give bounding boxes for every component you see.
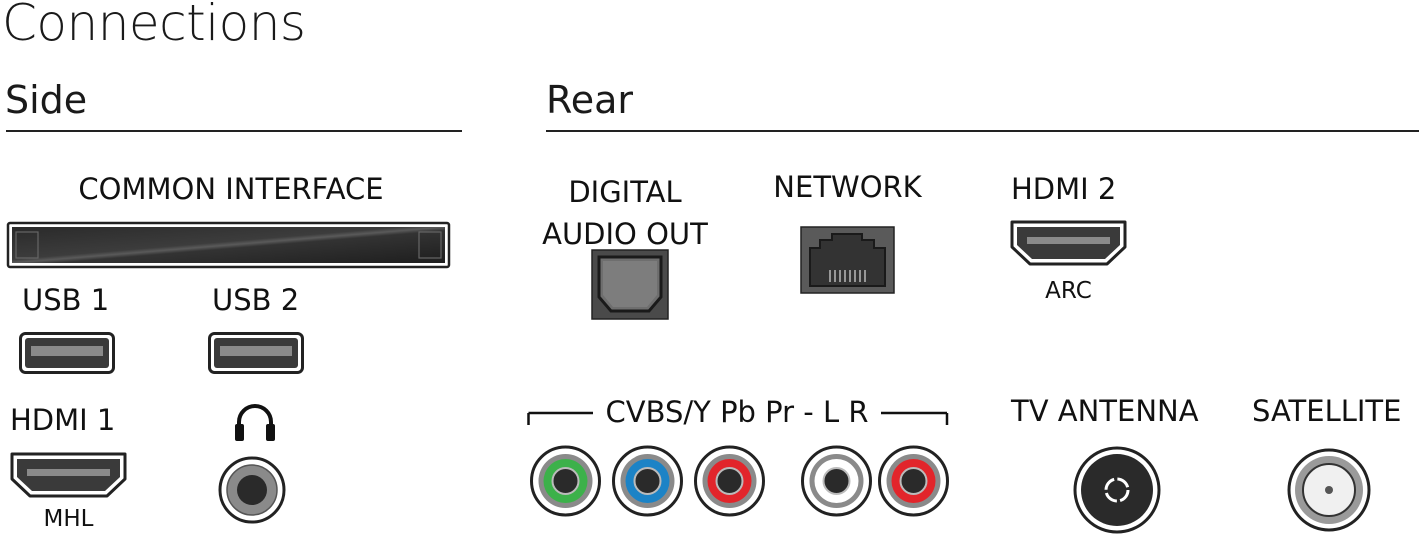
headphones-icon xyxy=(233,402,277,442)
rca-jack-icon xyxy=(529,445,602,517)
rca-jack-icon xyxy=(693,445,766,517)
coax-antenna-icon xyxy=(1071,446,1163,534)
hdmi2-label: HDMI 2 xyxy=(1011,172,1117,206)
side-divider xyxy=(6,130,462,132)
digital-audio-out-line2: AUDIO OUT xyxy=(542,217,708,251)
hdmi1-label: HDMI 1 xyxy=(10,403,116,437)
hdmi-port-icon xyxy=(9,451,128,499)
ci-slot-icon xyxy=(6,221,451,269)
digital-audio-out-label: DIGITAL AUDIO OUT xyxy=(520,171,730,255)
audio-jack-icon xyxy=(218,456,286,524)
hdmi1-sub-label: MHL xyxy=(43,506,94,532)
rca-jack-icon xyxy=(611,445,684,517)
optical-port-icon xyxy=(591,249,669,320)
usb-port-icon xyxy=(208,332,304,374)
digital-audio-out-line1: DIGITAL xyxy=(568,175,682,209)
usb-port-icon xyxy=(19,332,115,374)
satellite-f-connector-icon xyxy=(1286,448,1372,532)
satellite-label: SATELLITE xyxy=(1252,394,1402,428)
rca-jack-icon xyxy=(877,445,950,517)
page-title: Connections xyxy=(2,0,306,52)
component-bracket xyxy=(527,407,949,427)
tv-antenna-label: TV ANTENNA xyxy=(1011,394,1199,428)
hdmi-port-icon xyxy=(1009,219,1128,267)
rear-divider xyxy=(546,130,1419,132)
rca-jack-icon xyxy=(800,445,873,517)
network-label: NETWORK xyxy=(773,170,922,204)
ethernet-port-icon xyxy=(800,226,895,294)
usb2-label: USB 2 xyxy=(212,283,300,317)
component-label: CVBS/Y Pb Pr - L R xyxy=(594,395,880,429)
hdmi2-sub-label: ARC xyxy=(1045,278,1092,304)
usb1-label: USB 1 xyxy=(22,283,110,317)
rear-section-heading: Rear xyxy=(546,78,633,122)
side-section-heading: Side xyxy=(5,78,88,122)
common-interface-label: COMMON INTERFACE xyxy=(78,172,384,206)
